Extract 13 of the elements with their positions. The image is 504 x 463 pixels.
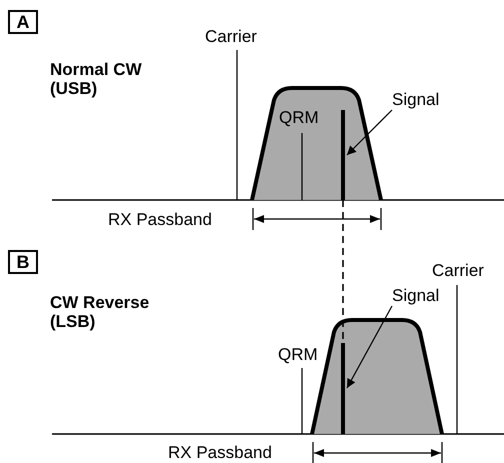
leader-arrow <box>346 110 392 156</box>
passband-label: RX Passband <box>168 443 272 462</box>
carrier-label: Carrier <box>432 261 484 280</box>
carrier-label: Carrier <box>205 27 257 46</box>
panel-letter: A <box>8 10 38 34</box>
signal-label: Signal <box>392 286 440 305</box>
panel-letter: B <box>8 250 38 274</box>
qrm-label: QRM <box>278 345 318 364</box>
signal-label: Signal <box>392 90 440 109</box>
passband-label: RX Passband <box>108 210 212 229</box>
qrm-label: QRM <box>279 108 319 127</box>
mode-heading: Normal CW (USB) <box>50 60 143 98</box>
mode-heading: CW Reverse (LSB) <box>50 293 150 331</box>
